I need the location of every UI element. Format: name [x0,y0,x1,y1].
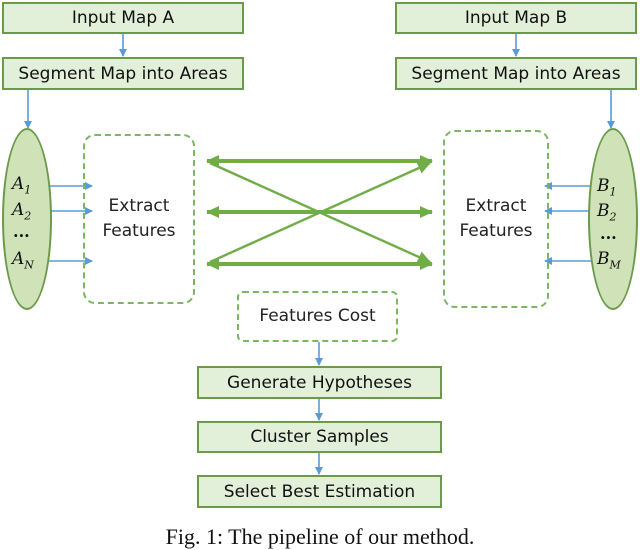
select-best-estimation-box: Select Best Estimation [197,475,442,508]
extract-features-a-box: Extract Features [83,134,195,304]
features-cost-box: Features Cost [237,291,398,342]
input-map-b-box: Input Map B [395,2,637,34]
area-a1-label: A1 [12,174,32,197]
extract-features-a-label: Extract Features [102,196,176,241]
areas-b-ellipse [588,128,638,310]
extract-features-b-box: Extract Features [443,130,549,308]
area-b2-label: B2 [597,201,617,224]
cluster-samples-box: Cluster Samples [197,421,442,453]
input-map-a-box: Input Map A [2,2,244,34]
area-an-label: AN [12,249,34,272]
extract-features-b-label: Extract Features [459,196,533,241]
area-bm-label: BM [597,249,621,272]
segment-map-a-box: Segment Map into Areas [2,57,244,90]
areas-a-ellipse [2,128,52,310]
area-b1-label: B1 [597,176,617,199]
figure-caption: Fig. 1: The pipeline of our method. [165,524,475,549]
area-a2-label: A2 [12,200,32,223]
generate-hypotheses-box: Generate Hypotheses [197,366,442,399]
match-arrow-diagonal-up [209,161,431,264]
segment-map-b-box: Segment Map into Areas [395,57,637,90]
area-b-ellipsis: ... [600,224,617,243]
area-a-ellipsis: ... [13,222,30,241]
